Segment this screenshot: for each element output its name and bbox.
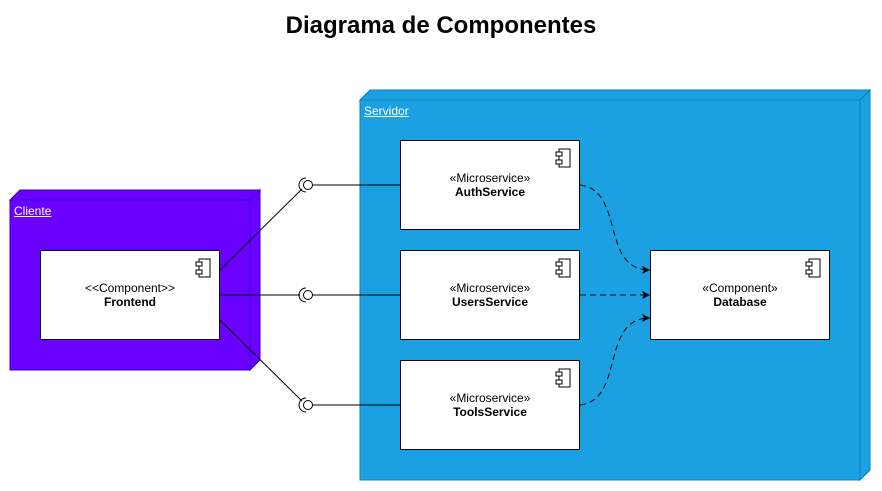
component-name: ToolsService: [453, 405, 527, 419]
database-component[interactable]: «Component» Database: [650, 250, 830, 340]
frontend-tools-link: [219, 319, 303, 402]
frontend-component[interactable]: <<Component>> Frontend: [40, 250, 220, 340]
component-name: Database: [713, 295, 767, 309]
authservice-component[interactable]: «Microservice» AuthService: [400, 140, 580, 230]
cliente-label: Cliente: [14, 204, 52, 218]
component-name: Frontend: [104, 295, 156, 309]
frontend-auth-link: [219, 188, 303, 271]
servidor-label: Servidor: [364, 104, 409, 118]
auth-database-dependency: [579, 184, 651, 274]
component-stereotype: «Microservice»: [449, 391, 531, 405]
component-icon: [555, 148, 571, 168]
component-stereotype: «Microservice»: [449, 171, 531, 185]
diagram-title: Diagrama de Componentes: [285, 12, 597, 39]
component-name: UsersService: [451, 295, 529, 309]
usersservice-component[interactable]: «Microservice» UsersService: [400, 250, 580, 340]
auth-lollipop-interface-icon: [298, 177, 400, 193]
users-lollipop-interface-icon: [298, 287, 400, 303]
component-name: AuthService: [454, 185, 526, 199]
component-icon: [195, 258, 211, 278]
component-stereotype: <<Component>>: [84, 281, 176, 295]
component-icon: [555, 258, 571, 278]
toolsservice-component[interactable]: «Microservice» ToolsService: [400, 360, 580, 450]
component-stereotype: «Microservice»: [449, 281, 531, 295]
component-icon: [805, 258, 821, 278]
tools-lollipop-interface-icon: [298, 397, 400, 413]
tools-database-dependency: [579, 314, 651, 406]
component-icon: [555, 368, 571, 388]
component-stereotype: «Component»: [702, 281, 778, 295]
